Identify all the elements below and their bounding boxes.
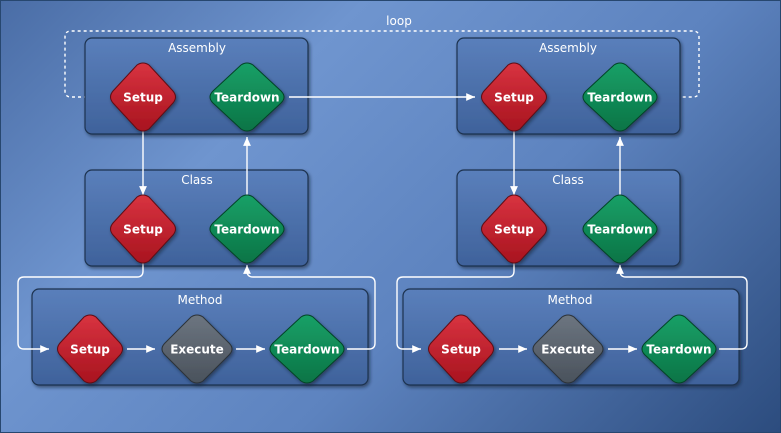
right-method-execute-node: Execute xyxy=(532,314,604,384)
left-method-setup-label: Setup xyxy=(70,343,110,357)
right-method-teardown-node: Teardown xyxy=(641,314,717,384)
right-assembly-teardown-label: Teardown xyxy=(587,91,652,105)
edge-left-class-setup-to-method-setup xyxy=(17,263,144,353)
left-class-teardown-label: Teardown xyxy=(214,223,279,237)
edge-left-method-teardown-to-class-teardown xyxy=(243,265,376,350)
right-method-teardown-label: Teardown xyxy=(646,343,711,357)
right-method-setup-node: Setup xyxy=(428,314,494,384)
right-class-setup-node: Setup xyxy=(481,194,547,264)
right-class-teardown-node: Teardown xyxy=(582,194,658,264)
right-assembly-teardown-node: Teardown xyxy=(582,62,658,132)
right-method-execute-label: Execute xyxy=(541,343,595,357)
left-method-title: Method xyxy=(177,293,222,307)
right-class-teardown-label: Teardown xyxy=(587,223,652,237)
left-class-setup-label: Setup xyxy=(123,223,163,237)
left-method-execute-label: Execute xyxy=(170,343,224,357)
left-method-execute-node: Execute xyxy=(161,314,233,384)
loop-label: loop xyxy=(386,14,412,28)
left-class-setup-node: Setup xyxy=(110,194,176,264)
right-class-setup-label: Setup xyxy=(494,223,534,237)
left-method-teardown-label: Teardown xyxy=(274,343,339,357)
right-class-title: Class xyxy=(552,173,584,187)
right-method-title: Method xyxy=(547,293,592,307)
left-class-teardown-node: Teardown xyxy=(209,194,285,264)
left-assembly-setup-node: Setup xyxy=(110,62,176,132)
left-assembly-teardown-node: Teardown xyxy=(209,62,285,132)
right-assembly-setup-label: Setup xyxy=(494,91,534,105)
right-assembly-setup-node: Setup xyxy=(481,62,547,132)
left-method-setup-node: Setup xyxy=(57,314,123,384)
left-assembly-setup-label: Setup xyxy=(123,91,163,105)
right-method-setup-label: Setup xyxy=(441,343,481,357)
edge-right-method-teardown-to-class-teardown xyxy=(616,265,748,350)
left-method-teardown-node: Teardown xyxy=(269,314,345,384)
edge-right-class-setup-to-method-setup xyxy=(396,263,515,353)
left-assembly-title: Assembly xyxy=(168,41,226,55)
left-class-title: Class xyxy=(181,173,213,187)
right-assembly-title: Assembly xyxy=(539,41,597,55)
left-assembly-teardown-label: Teardown xyxy=(214,91,279,105)
